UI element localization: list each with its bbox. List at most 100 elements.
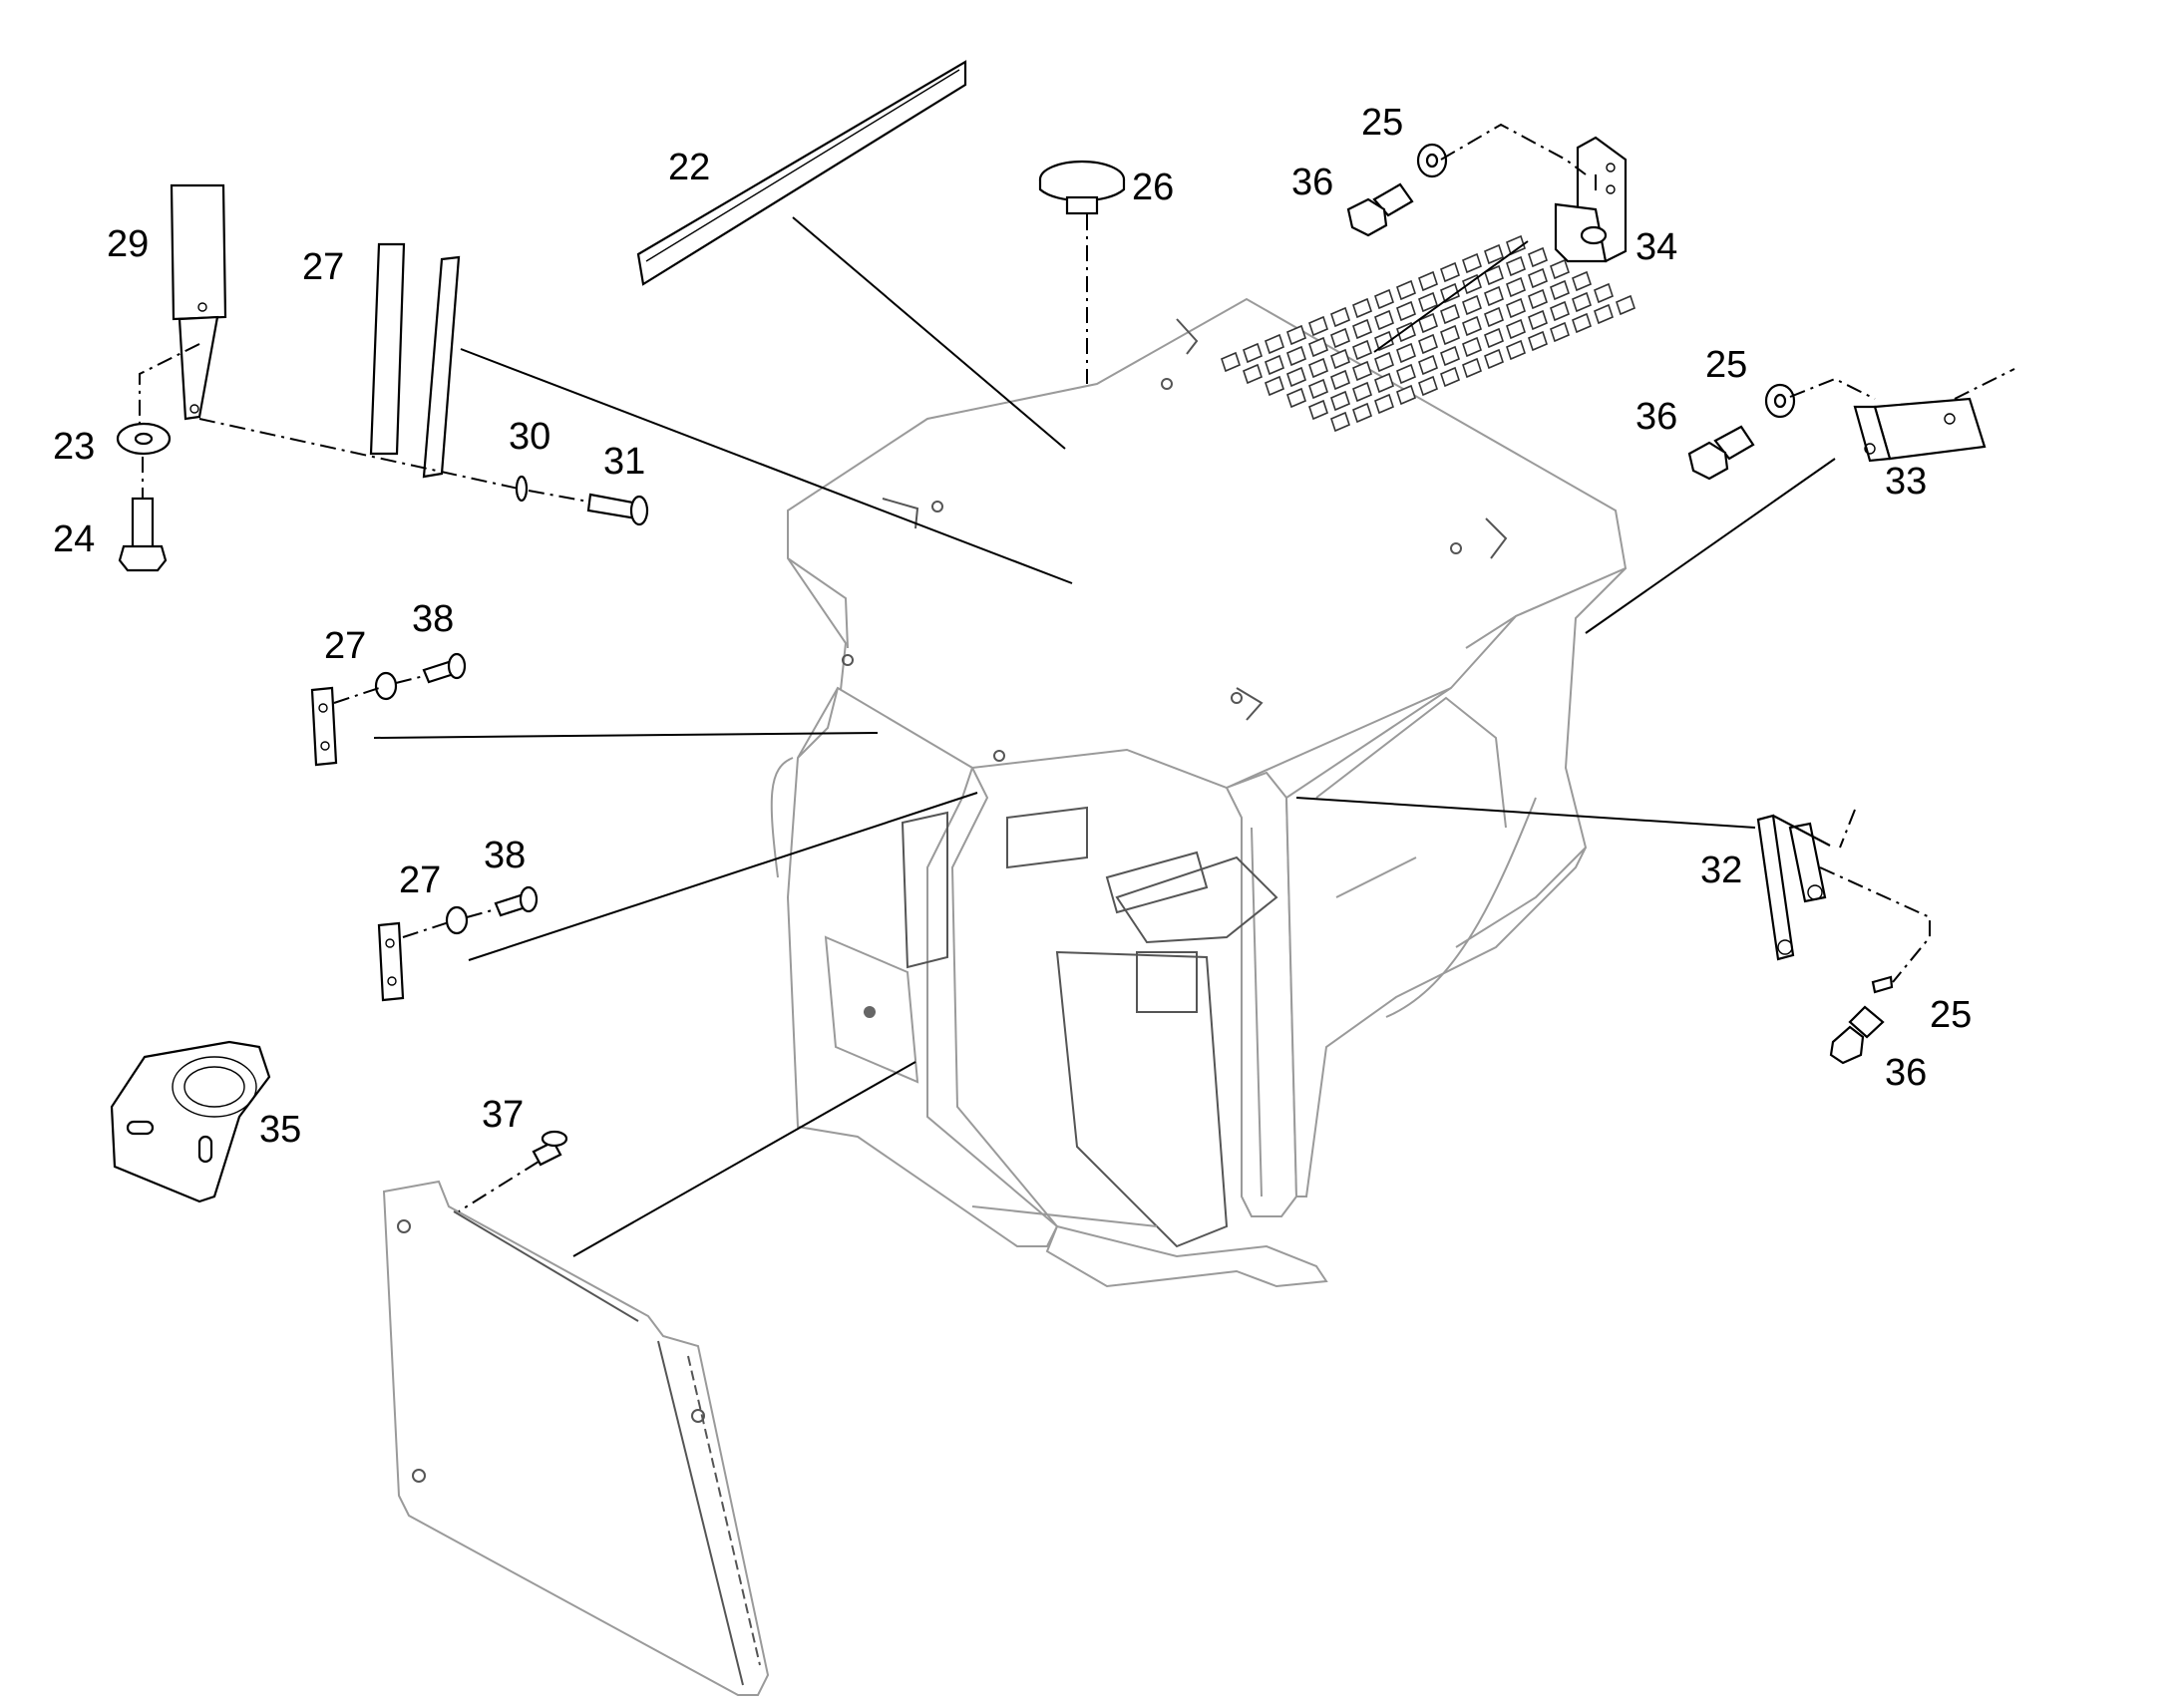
part-36-bolt-top (1346, 182, 1414, 237)
vent-hole (1418, 312, 1438, 334)
part-36-bolt-bottom (1829, 1005, 1885, 1065)
vent-hole (1572, 291, 1592, 313)
vent-hole (1396, 363, 1416, 385)
vent-hole (1330, 348, 1350, 370)
part-34-bracket (1554, 136, 1628, 263)
vent-hole (1374, 372, 1394, 394)
part-25-washer-bottom (1871, 975, 1894, 994)
part-27-washer-upper (374, 671, 398, 701)
vent-hole (1528, 246, 1548, 268)
part-27-plate-upper (310, 686, 338, 767)
vent-hole (1308, 336, 1328, 358)
vent-hole (1506, 339, 1526, 361)
part-38-screw-lower (494, 885, 539, 917)
vent-hole (1440, 282, 1460, 304)
vent-hole (1352, 360, 1372, 382)
part-26-cap (1038, 160, 1126, 215)
vent-hole (1352, 381, 1372, 403)
vent-hole (1462, 294, 1482, 316)
vent-hole (1594, 282, 1614, 304)
vent-hole (1506, 234, 1526, 256)
callout-30: 30 (509, 416, 550, 458)
vent-hole (1484, 264, 1504, 286)
vent-hole (1418, 270, 1438, 292)
vent-hole (1440, 324, 1460, 346)
vent-hole (1418, 333, 1438, 355)
vent-hole (1352, 402, 1372, 424)
vent-hole (1550, 321, 1570, 343)
part-27-plate-lower (377, 921, 405, 1002)
vent-hole (1484, 327, 1504, 349)
vent-hole (1330, 306, 1350, 328)
callout-32: 32 (1700, 850, 1742, 891)
vent-hole (1308, 315, 1328, 337)
vent-hole (1418, 354, 1438, 376)
vent-hole (1418, 375, 1438, 397)
vent-hole (1374, 351, 1394, 373)
vent-hole (1265, 375, 1284, 397)
vent-hole (1308, 357, 1328, 379)
vent-hole (1396, 342, 1416, 364)
vent-hole (1374, 393, 1394, 415)
part-27-window-gasket (369, 242, 461, 479)
vent-hole (1396, 384, 1416, 406)
callout-36-bottom: 36 (1885, 1052, 1927, 1094)
vent-hole (1352, 339, 1372, 361)
vent-hole (1572, 270, 1592, 292)
callout-33: 33 (1885, 461, 1927, 503)
callout-34: 34 (1635, 226, 1677, 268)
vent-hole (1506, 318, 1526, 340)
vent-hole (1462, 357, 1482, 379)
callout-27-upper: 27 (324, 625, 366, 667)
vent-hole (1243, 363, 1263, 385)
part-36-bolt-middle (1687, 425, 1755, 481)
vent-hole (1396, 279, 1416, 301)
roof-details (842, 318, 1508, 762)
callout-36-middle: 36 (1635, 396, 1677, 438)
callout-29: 29 (107, 223, 149, 265)
part-38-screw-upper (422, 652, 467, 684)
part-30-o-ring (515, 475, 529, 503)
vent-hole (1374, 330, 1394, 352)
vent-hole (1265, 333, 1284, 355)
vent-hole (1462, 273, 1482, 295)
vent-hole (1308, 378, 1328, 400)
callout-22: 22 (668, 147, 710, 188)
vent-hole (1265, 354, 1284, 376)
vent-hole (1330, 411, 1350, 433)
part-32-hinge (1756, 814, 1831, 961)
callout-38-upper: 38 (412, 598, 454, 640)
part-24-bolt (118, 497, 168, 572)
vent-hole (1528, 309, 1548, 331)
callout-35: 35 (259, 1109, 301, 1151)
vent-hole (1308, 399, 1328, 421)
vent-hole (1506, 297, 1526, 319)
vent-hole (1462, 315, 1482, 337)
callout-23: 23 (53, 426, 95, 468)
vent-hole (1352, 318, 1372, 340)
vent-hole (1484, 306, 1504, 328)
vent-hole (1550, 279, 1570, 301)
vent-hole (1484, 243, 1504, 265)
vent-hole (1330, 327, 1350, 349)
vent-hole (1286, 366, 1306, 388)
vent-hole (1221, 351, 1241, 373)
vent-hole (1616, 294, 1635, 316)
callout-38-lower: 38 (484, 835, 526, 876)
vent-hole (1396, 321, 1416, 343)
vent-hole (1440, 366, 1460, 388)
vent-hole (1396, 300, 1416, 322)
vent-hole (1286, 387, 1306, 409)
part-37-screw (532, 1130, 568, 1167)
callout-26: 26 (1132, 167, 1174, 208)
vent-hole (1440, 303, 1460, 325)
vent-hole (1286, 324, 1306, 346)
vent-hole (1462, 252, 1482, 274)
vent-hole (1243, 342, 1263, 364)
vent-hole (1484, 348, 1504, 370)
cab-frame (770, 297, 1628, 1288)
callout-labels: 22 26 25 36 34 29 27 23 24 30 31 25 36 3… (53, 102, 1972, 1151)
vent-hole (1374, 288, 1394, 310)
vent-hole (1506, 255, 1526, 277)
